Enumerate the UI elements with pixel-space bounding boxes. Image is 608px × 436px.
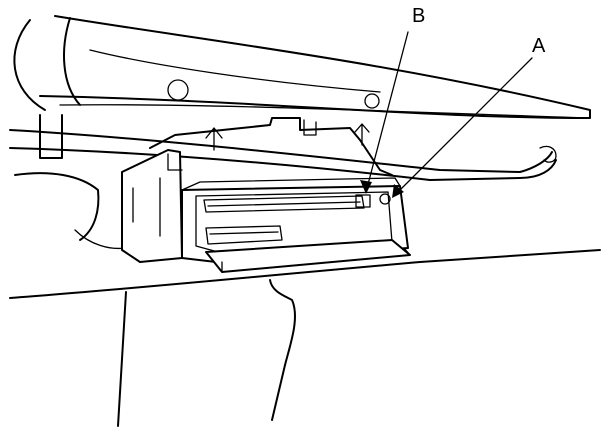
left-bracket <box>39 114 63 159</box>
left-lower-trim <box>14 172 100 241</box>
lower-trim-panel <box>9 249 601 299</box>
lid-edge <box>221 247 411 273</box>
left-pipe-outer <box>13 19 46 111</box>
release-hole-a <box>379 193 391 205</box>
cross-rod <box>9 129 553 173</box>
dash-upper-panel <box>39 15 591 119</box>
bracket-tab <box>303 119 317 136</box>
unit-side-bracket <box>121 149 183 263</box>
rod-hook-end <box>539 145 557 163</box>
lower-trim-bulge <box>269 279 296 366</box>
lower-slot <box>205 225 283 245</box>
console-right-edge <box>271 364 286 421</box>
leader-a-arrow <box>392 184 404 198</box>
leader-b <box>365 31 409 193</box>
leader-b-arrow <box>360 180 372 194</box>
console-left-edge <box>117 291 127 427</box>
dash-panel-inner <box>89 49 381 93</box>
leader-a <box>393 57 533 197</box>
unit-top-edge <box>181 177 401 191</box>
bracket-fastener-right <box>354 123 370 146</box>
bracket-fastener-left <box>205 127 223 151</box>
release-button-b <box>355 194 371 208</box>
callout-b-label: B <box>412 5 426 27</box>
lower-slot-line <box>209 231 279 235</box>
left-pipe-inner <box>63 17 81 106</box>
card-slot-line <box>207 201 361 207</box>
dash-round-boss <box>167 79 189 101</box>
mount-bracket <box>149 117 393 176</box>
card-slot <box>203 195 365 213</box>
side-lug <box>167 153 183 171</box>
dash-panel-edge <box>59 104 591 119</box>
callout-a-label: A <box>532 35 546 57</box>
dash-screw-boss <box>364 93 380 109</box>
cross-rod-lower <box>9 147 557 181</box>
